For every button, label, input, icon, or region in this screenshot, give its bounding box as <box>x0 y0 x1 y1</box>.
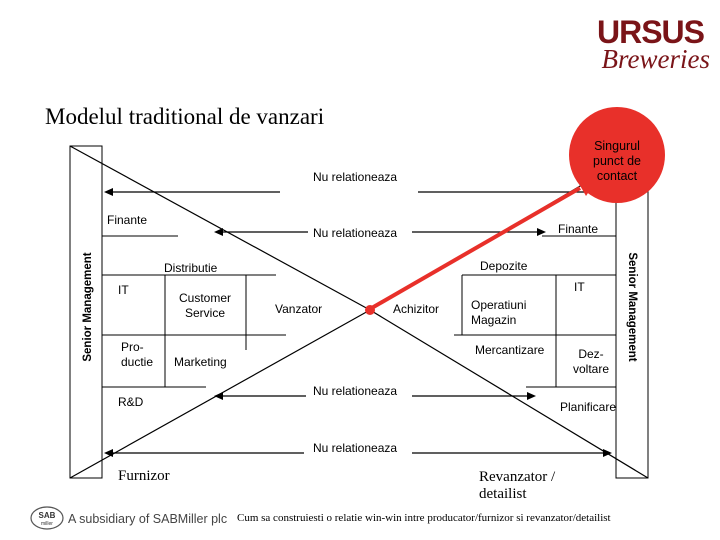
right-bottom-diagonal <box>369 309 649 479</box>
retailer-achizitor-label: Achizitor <box>393 302 440 316</box>
retailer-senior-management-label: Senior Management <box>626 252 638 362</box>
subsidiary-text: A subsidiary of SABMiller plc <box>68 512 228 526</box>
top-left-arrowhead <box>104 188 113 196</box>
retailer-party-label: Revanzator / detailist <box>479 469 556 502</box>
retailer-depozite-label: Depozite <box>480 259 528 273</box>
contact-point <box>365 305 375 315</box>
upper-mid-right-arrowhead <box>537 228 546 236</box>
relation-label-upper-mid: Nu relationeaza <box>313 226 398 240</box>
retailer-finante-label: Finante <box>558 222 599 236</box>
supplier-marketing-label: Marketing <box>174 355 227 369</box>
contact-line <box>369 186 581 311</box>
bottom-right-arrowhead <box>603 449 612 457</box>
supplier-senior-management-label: Senior Management <box>82 252 94 362</box>
supplier-vanzator-label: Vanzator <box>275 302 323 316</box>
supplier-productie-label: Pro-ductie <box>121 340 154 369</box>
retailer-operatiuni-magazin-label: Operatiuni Magazin <box>471 298 527 327</box>
supplier-finante-label: Finante <box>107 213 148 227</box>
retailer-planificare-label: Planificare <box>560 400 617 414</box>
callout-text: Singurul punct de contact <box>593 139 641 183</box>
footer-note: Cum sa construiesti o relatie win-win in… <box>237 512 611 524</box>
callout-circle <box>569 107 665 203</box>
lower-mid-left-arrowhead <box>214 392 223 400</box>
supplier-distributie-label: Distributie <box>164 261 218 275</box>
retailer-mercantizare-label: Mercantizare <box>475 343 545 357</box>
supplier-customer-service-label: Customer Service <box>178 291 231 320</box>
left-senior-management-box <box>69 145 103 479</box>
logo-main-text: URSUS <box>596 14 705 50</box>
supplier-rd-label: R&D <box>118 395 144 409</box>
supplier-party-label: Furnizor <box>118 468 170 484</box>
upper-mid-left-arrowhead <box>214 228 223 236</box>
left-top-diagonal <box>69 145 371 311</box>
ursus-breweries-logo: URSUS Breweries <box>582 14 712 78</box>
lower-mid-right-arrowhead <box>527 392 536 400</box>
retailer-it-label: IT <box>574 280 585 294</box>
relation-label-top: Nu relationeaza <box>313 170 398 184</box>
sab-badge-text: SAB <box>39 511 56 520</box>
slide-title: Modelul traditional de vanzari <box>45 104 325 129</box>
sab-badge-subtext: miller <box>41 521 53 527</box>
bottom-left-arrowhead <box>104 449 113 457</box>
relation-label-lower-mid: Nu relationeaza <box>313 384 398 398</box>
relation-label-bottom: Nu relationeaza <box>313 441 398 455</box>
sab-badge: SAB miller <box>30 506 64 530</box>
supplier-it-label: IT <box>118 283 129 297</box>
logo-sub-text: Breweries <box>601 44 710 74</box>
retailer-dezvoltare-label: Dez-voltare <box>572 347 610 376</box>
